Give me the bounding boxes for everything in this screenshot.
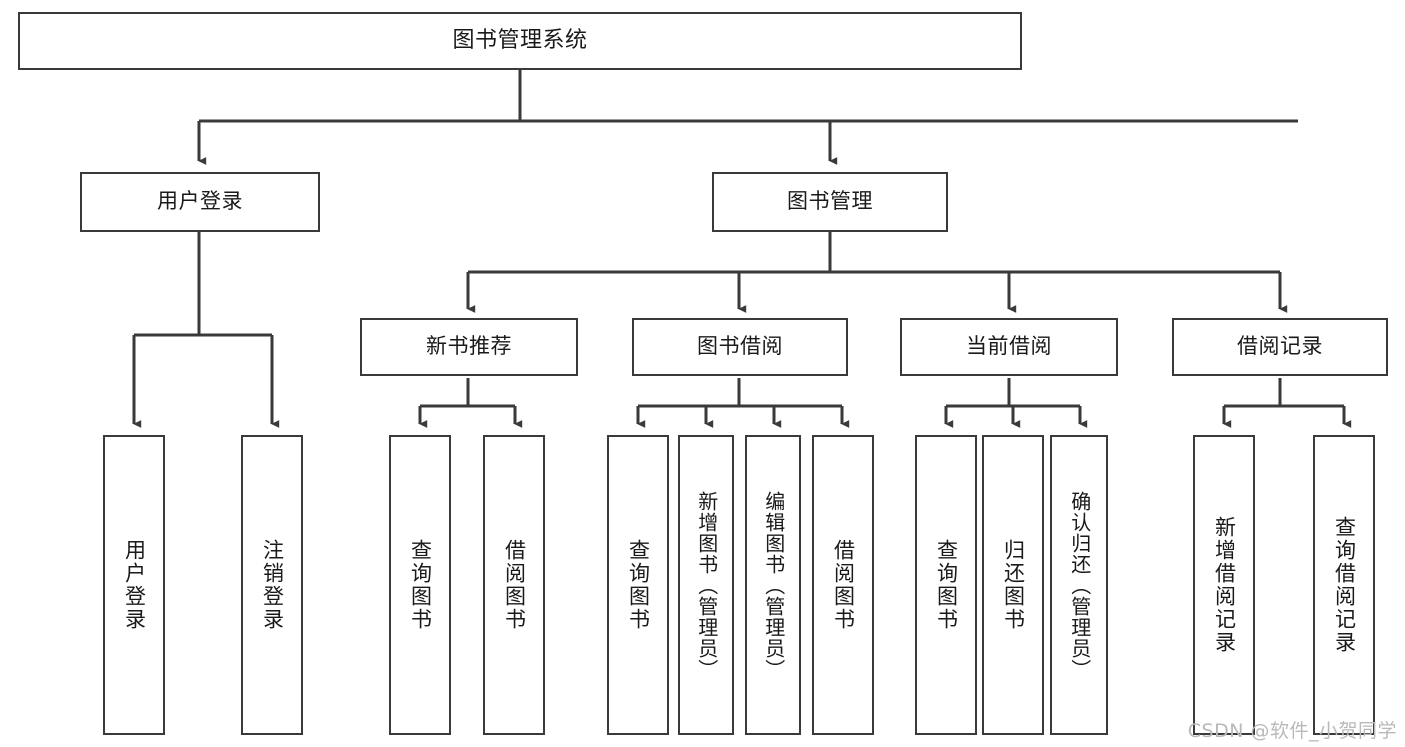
node-leaf-borrow-book-label: 借阅图书 bbox=[831, 539, 856, 631]
node-user-login-label: 用户登录 bbox=[157, 189, 243, 214]
node-leaf-logout-label: 注销登录 bbox=[260, 539, 285, 631]
node-leaf-current-query-book-label: 查询图书 bbox=[934, 539, 959, 631]
node-leaf-recommend-borrow-book[interactable]: 借阅图书 bbox=[483, 435, 545, 735]
csdn-watermark: CSDN @软件_小贺同学 bbox=[1187, 720, 1397, 742]
node-leaf-recommend-borrow-book-label: 借阅图书 bbox=[502, 539, 527, 631]
node-book-borrow-label: 图书借阅 bbox=[697, 334, 783, 359]
node-leaf-add-book-admin[interactable]: 新增图书（管理员） bbox=[678, 435, 734, 735]
node-new-book-recommend[interactable]: 新书推荐 bbox=[360, 318, 578, 376]
node-leaf-add-book-admin-label: 新增图书（管理员） bbox=[694, 490, 719, 680]
node-root-book-management-system[interactable]: 图书管理系统 bbox=[18, 12, 1022, 70]
node-root-label: 图书管理系统 bbox=[452, 27, 588, 53]
node-leaf-borrow-query-book[interactable]: 查询图书 bbox=[607, 435, 669, 735]
node-leaf-recommend-query-book[interactable]: 查询图书 bbox=[389, 435, 451, 735]
node-book-management-label: 图书管理 bbox=[787, 189, 873, 214]
node-current-borrow-label: 当前借阅 bbox=[966, 334, 1052, 359]
node-borrow-record-label: 借阅记录 bbox=[1237, 334, 1323, 359]
node-leaf-confirm-return-admin-label: 确认归还（管理员） bbox=[1067, 490, 1092, 680]
node-leaf-current-query-book[interactable]: 查询图书 bbox=[915, 435, 977, 735]
node-leaf-return-book-label: 归还图书 bbox=[1001, 539, 1026, 631]
node-leaf-borrow-query-book-label: 查询图书 bbox=[626, 539, 651, 631]
node-book-borrow[interactable]: 图书借阅 bbox=[632, 318, 848, 376]
node-book-management[interactable]: 图书管理 bbox=[712, 172, 948, 232]
node-leaf-borrow-book[interactable]: 借阅图书 bbox=[812, 435, 874, 735]
node-borrow-record[interactable]: 借阅记录 bbox=[1172, 318, 1388, 376]
node-leaf-user-login[interactable]: 用户登录 bbox=[103, 435, 165, 735]
node-leaf-query-borrow-record[interactable]: 查询借阅记录 bbox=[1313, 435, 1375, 735]
node-leaf-add-borrow-record[interactable]: 新增借阅记录 bbox=[1193, 435, 1255, 735]
node-user-login[interactable]: 用户登录 bbox=[80, 172, 320, 232]
node-leaf-user-login-label: 用户登录 bbox=[122, 539, 147, 631]
node-leaf-recommend-query-book-label: 查询图书 bbox=[408, 539, 433, 631]
node-leaf-query-borrow-record-label: 查询借阅记录 bbox=[1332, 516, 1357, 654]
node-new-book-recommend-label: 新书推荐 bbox=[426, 334, 512, 359]
node-leaf-return-book[interactable]: 归还图书 bbox=[982, 435, 1044, 735]
node-current-borrow[interactable]: 当前借阅 bbox=[900, 318, 1118, 376]
node-leaf-edit-book-admin[interactable]: 编辑图书（管理员） bbox=[745, 435, 801, 735]
node-leaf-add-borrow-record-label: 新增借阅记录 bbox=[1212, 516, 1237, 654]
node-leaf-edit-book-admin-label: 编辑图书（管理员） bbox=[761, 490, 786, 680]
node-leaf-logout[interactable]: 注销登录 bbox=[241, 435, 303, 735]
node-leaf-confirm-return-admin[interactable]: 确认归还（管理员） bbox=[1050, 435, 1108, 735]
